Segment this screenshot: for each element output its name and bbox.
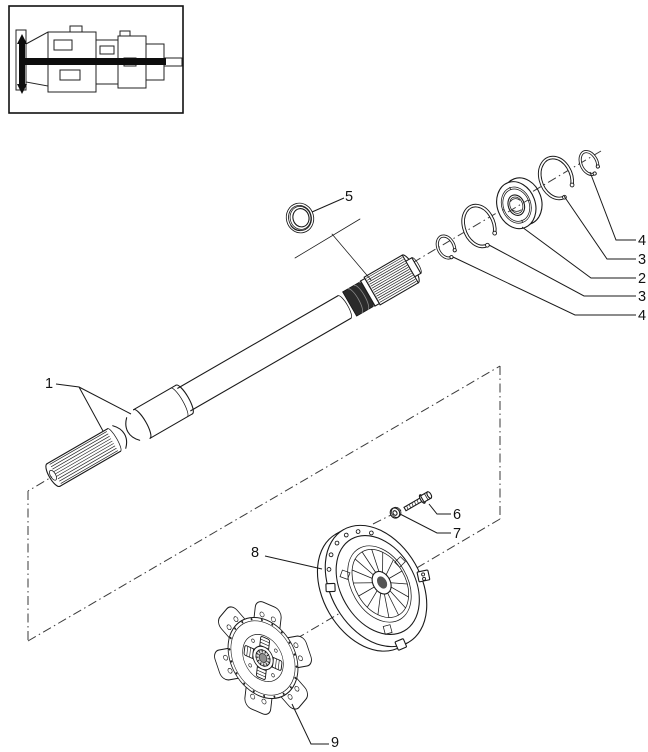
callout-4-upper: 4	[638, 233, 646, 249]
seal-ring	[285, 202, 315, 234]
callout-9: 9	[331, 735, 339, 751]
snap-ring-large-left	[461, 203, 498, 249]
input-shaft	[45, 254, 422, 488]
callout-5-leader	[311, 197, 345, 213]
rim-rivets	[326, 529, 374, 572]
right-callout-leaders	[452, 171, 636, 316]
callout-2: 2	[638, 271, 646, 287]
callout-labels: 1 5 4 3 2 3 4 6 7 8 9	[45, 189, 646, 751]
callout-1: 1	[45, 376, 53, 392]
callout-9-leader	[291, 703, 329, 745]
callout-3-upper: 3	[638, 252, 646, 268]
cover-tab-2	[394, 638, 407, 651]
callout-6-leader	[428, 503, 451, 515]
seal-position-lines	[294, 218, 372, 281]
pressure-plate	[316, 524, 431, 652]
callout-1-leader	[55, 383, 132, 432]
strap-bracket	[416, 569, 431, 583]
bolt	[403, 491, 433, 512]
bearing-bore-axis	[507, 199, 529, 213]
spline-lines-lower	[49, 431, 119, 484]
callout-8: 8	[251, 545, 259, 561]
clutch-disc	[211, 598, 315, 718]
cover-windows	[339, 556, 406, 635]
callout-8-leader	[264, 555, 323, 570]
callout-4-lower: 4	[638, 308, 646, 324]
snap-ring-small-left	[435, 234, 457, 260]
callout-7: 7	[453, 526, 461, 542]
callout-5: 5	[345, 189, 353, 205]
washer	[389, 506, 402, 519]
callout-7-leader	[399, 513, 451, 534]
splined-hub	[252, 645, 274, 671]
cover-tab-1	[325, 582, 336, 593]
spline-lines-upper	[365, 257, 417, 303]
callout-6: 6	[453, 507, 461, 523]
snap-ring-small-right	[578, 150, 600, 176]
transmission-thumbnail	[8, 5, 184, 114]
callout-3-lower: 3	[638, 289, 646, 305]
diaphragm-fingers	[351, 549, 409, 618]
highlighted-shaft-icon	[17, 34, 166, 94]
disc-rivet-ring	[228, 618, 298, 698]
ball-bearing	[496, 177, 543, 230]
plane-diagonal-edge	[27, 365, 501, 642]
